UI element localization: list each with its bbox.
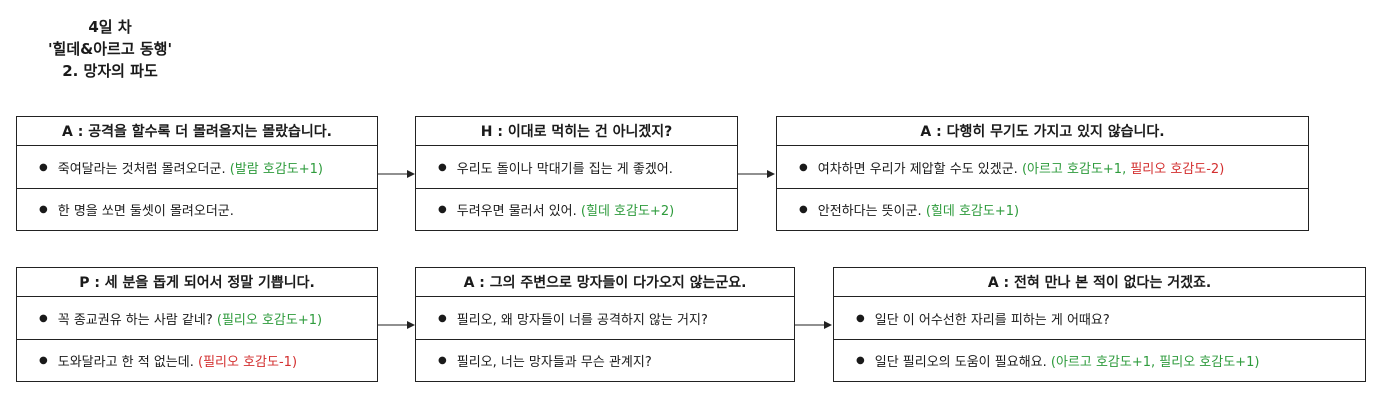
bullet-icon: ●: [39, 161, 48, 173]
choice-text: 두려우면 물러서 있어.: [456, 204, 577, 219]
bullet-icon: ●: [39, 355, 48, 366]
title-day: 4일 차: [88, 18, 132, 36]
affinity-effect: (아르고 호감도+1, 필리오 호감도+1): [1050, 355, 1260, 370]
choice-option[interactable]: ● 도와달라고 한 적 없는데. (필리오 호감도-1): [17, 339, 377, 381]
bullet-icon: ●: [438, 204, 447, 215]
choice-option[interactable]: ● 필리오, 너는 망자들과 무슨 관계지?: [416, 339, 794, 381]
dialogue-heading: H : 이대로 먹히는 건 아니겠지?: [416, 117, 737, 146]
choice-text: 여차하면 우리가 제압할 수도 있겠군.: [817, 161, 1018, 177]
flow-arrow-icon: [378, 321, 415, 329]
choice-text: 필리오, 왜 망자들이 너를 공격하지 않는 거지?: [456, 312, 708, 328]
affinity-effect: (힐데 호감도+2): [580, 204, 675, 219]
title-route: '힐데&아르고 동행': [47, 40, 173, 58]
affinity-effect: 필리오 호감도-2): [1130, 161, 1225, 177]
choice-option[interactable]: ● 우리도 돌이나 막대기를 집는 게 좋겠어.: [416, 146, 737, 188]
bullet-icon: ●: [39, 312, 48, 324]
affinity-effect: (아르고 호감도+1,: [1021, 161, 1127, 177]
dialogue-box-2: H : 이대로 먹히는 건 아니겠지? ● 우리도 돌이나 막대기를 집는 게 …: [415, 116, 738, 231]
dialogue-box-6: A : 전혀 만나 본 적이 없다는 거겠죠. ● 일단 이 어수선한 자리를 …: [833, 267, 1366, 382]
flow-arrow-icon: [738, 170, 775, 178]
dialogue-box-3: A : 다행히 무기도 가지고 있지 않습니다. ● 여차하면 우리가 제압할 …: [776, 116, 1309, 231]
affinity-effect: (힐데 호감도+1): [925, 204, 1020, 219]
bullet-icon: ●: [799, 161, 808, 173]
choice-option[interactable]: ● 일단 이 어수선한 자리를 피하는 게 어때요?: [834, 297, 1365, 339]
choice-option[interactable]: ● 안전하다는 뜻이군. (힐데 호감도+1): [777, 188, 1308, 230]
flow-arrow-icon: [378, 170, 415, 178]
dialogue-heading: A : 다행히 무기도 가지고 있지 않습니다.: [777, 117, 1308, 146]
choice-text: 도와달라고 한 적 없는데.: [57, 355, 194, 370]
bullet-icon: ●: [39, 204, 48, 215]
title-section: 2. 망자의 파도: [62, 62, 158, 80]
choice-text: 필리오, 너는 망자들과 무슨 관계지?: [456, 355, 652, 370]
choice-option[interactable]: ● 필리오, 왜 망자들이 너를 공격하지 않는 거지?: [416, 297, 794, 339]
bullet-icon: ●: [438, 161, 447, 173]
affinity-effect: (발람 호감도+1): [229, 161, 324, 177]
choice-text: 죽여달라는 것처럼 몰려오더군.: [57, 161, 226, 177]
bullet-icon: ●: [438, 355, 447, 366]
choice-text: 일단 필리오의 도움이 필요해요.: [874, 355, 1047, 370]
choice-option[interactable]: ● 죽여달라는 것처럼 몰려오더군. (발람 호감도+1): [17, 146, 377, 188]
choice-text: 안전하다는 뜻이군.: [817, 204, 922, 219]
affinity-effect: (필리오 호감도-1): [198, 355, 298, 370]
bullet-icon: ●: [856, 355, 865, 366]
bullet-icon: ●: [856, 312, 865, 324]
dialogue-box-4: P : 세 분을 돕게 되어서 정말 기쁩니다. ● 꼭 종교권유 하는 사람 …: [16, 267, 378, 382]
dialogue-box-5: A : 그의 주변으로 망자들이 다가오지 않는군요. ● 필리오, 왜 망자들…: [415, 267, 795, 382]
choice-option[interactable]: ● 일단 필리오의 도움이 필요해요. (아르고 호감도+1, 필리오 호감도+…: [834, 339, 1365, 381]
dialogue-heading: A : 전혀 만나 본 적이 없다는 거겠죠.: [834, 268, 1365, 297]
bullet-icon: ●: [438, 312, 447, 324]
choice-text: 한 명을 쏘면 둘셋이 몰려오더군.: [57, 204, 234, 219]
dialogue-heading: P : 세 분을 돕게 되어서 정말 기쁩니다.: [17, 268, 377, 297]
dialogue-box-1: A : 공격을 할수록 더 몰려올지는 몰랐습니다. ● 죽여달라는 것처럼 몰…: [16, 116, 378, 231]
choice-option[interactable]: ● 여차하면 우리가 제압할 수도 있겠군. (아르고 호감도+1, 필리오 호…: [777, 146, 1308, 188]
choice-option[interactable]: ● 두려우면 물러서 있어. (힐데 호감도+2): [416, 188, 737, 230]
choice-option[interactable]: ● 한 명을 쏘면 둘셋이 몰려오더군.: [17, 188, 377, 230]
choice-text: 우리도 돌이나 막대기를 집는 게 좋겠어.: [456, 161, 673, 177]
dialogue-heading: A : 그의 주변으로 망자들이 다가오지 않는군요.: [416, 268, 794, 297]
bullet-icon: ●: [799, 204, 808, 215]
affinity-effect: (필리오 호감도+1): [216, 312, 323, 328]
choice-option[interactable]: ● 꼭 종교권유 하는 사람 같네? (필리오 호감도+1): [17, 297, 377, 339]
page-title: 4일 차 '힐데&아르고 동행' 2. 망자의 파도: [20, 16, 200, 82]
flow-arrow-icon: [795, 321, 832, 329]
dialogue-heading: A : 공격을 할수록 더 몰려올지는 몰랐습니다.: [17, 117, 377, 146]
choice-text: 일단 이 어수선한 자리를 피하는 게 어때요?: [874, 312, 1110, 328]
choice-text: 꼭 종교권유 하는 사람 같네?: [57, 312, 213, 328]
